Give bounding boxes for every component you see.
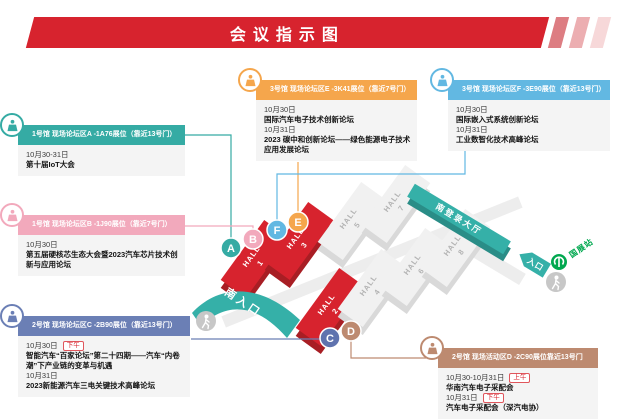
session-date: 10月30日 xyxy=(264,105,296,114)
svg-text:D: D xyxy=(347,326,355,338)
forum-body-a: 10月30-31日 第十届IoT大会 xyxy=(18,145,185,176)
hall-5: HALL 5 xyxy=(317,181,387,269)
forum-body-f: 10月30日 国际嵌入式系统创新论坛 10月31日 工业数智化技术高峰论坛 xyxy=(448,100,610,151)
forum-card-c: 2号馆 现场论坛区C -2B90展位（靠近13号门） 10月30日下午 智能汽车… xyxy=(0,304,190,397)
forum-header-e: 3号馆 现场论坛区E -3K41展位（靠近7号门） xyxy=(256,80,417,100)
forum-header-b: 1号馆 现场论坛区B -1J90展位（靠近7号门） xyxy=(18,215,185,235)
session-title: 2023 碳中和创新论坛——绿色能源电子技术应用发展论坛 xyxy=(264,135,411,154)
session-title: 2023新能源汽车三电关键技术高峰论坛 xyxy=(26,381,156,390)
svg-text:B: B xyxy=(249,234,257,246)
forum-icon-b xyxy=(0,203,24,227)
marker-c: C xyxy=(319,327,341,349)
marker-b: B xyxy=(242,228,264,250)
forum-header-f: 3号馆 现场论坛区F -3E90展位（靠近13号门） xyxy=(448,80,610,100)
forum-icon-f xyxy=(430,68,454,92)
hall-8-number: 8 xyxy=(456,247,466,256)
session-title: 华南汽车电子采配会 xyxy=(446,383,514,392)
session-title: 工业数智化技术高峰论坛 xyxy=(456,135,539,144)
forum-icon-e xyxy=(238,68,262,92)
hall-7-number: 7 xyxy=(396,203,406,212)
forum-card-b: 1号馆 现场论坛区B -1J90展位（靠近7号门） 10月30日 第五届硬核芯生… xyxy=(0,203,185,276)
svg-text:F: F xyxy=(274,225,281,237)
hall-5-number: 5 xyxy=(352,220,362,229)
entrance-arrow: 入口 xyxy=(519,252,551,278)
session-title: 国际汽车电子技术创新论坛 xyxy=(264,115,354,124)
forum-header-a: 1号馆 现场论坛区A -1A76展位（靠近13号门） xyxy=(18,125,185,145)
session-date-text: 10月30日 xyxy=(26,341,58,350)
pedestrian-icon xyxy=(546,272,566,292)
connector-d xyxy=(350,341,426,359)
forum-icon-a xyxy=(0,113,24,137)
hall-1-number: 1 xyxy=(255,258,265,267)
forum-card-e: 3号馆 现场论坛区E -3K41展位（靠近7号门） 10月30日 国际汽车电子技… xyxy=(238,68,417,161)
marker-a: A xyxy=(220,237,242,259)
session-date-text: 10月31日 xyxy=(446,393,478,402)
marker-f: F xyxy=(266,219,288,241)
session-date-text: 10月30-10月31日 xyxy=(446,373,505,382)
session-tag: 下午 xyxy=(62,341,84,351)
session-date: 10月30日 xyxy=(456,105,488,114)
connector-b xyxy=(185,225,254,237)
session-date: 10月30日下午 xyxy=(26,341,184,351)
session-tag: 下午 xyxy=(482,393,504,403)
session-date: 10月30-31日 xyxy=(26,150,69,159)
session-date: 10月31日 xyxy=(26,371,58,380)
metro-station-label: 国展站 xyxy=(567,236,595,259)
hall-2-number: 2 xyxy=(330,306,340,315)
forum-card-a: 1号馆 现场论坛区A -1A76展位（靠近13号门） 10月30-31日 第十届… xyxy=(0,113,185,176)
hall-4-number: 4 xyxy=(372,287,382,296)
session-date: 10月30-10月31日上午 xyxy=(446,373,592,383)
metro-icon xyxy=(551,254,567,270)
session-date: 10月30日 xyxy=(26,240,58,249)
forum-card-d: 2号馆 现场活动区D -2C90展位靠近13号门 10月30-10月31日上午 … xyxy=(420,336,598,419)
svg-text:E: E xyxy=(294,217,301,229)
session-title: 智能汽车“百家论坛”第二十四期——汽车“内卷潮”下产业链的变革与机遇 xyxy=(26,351,180,370)
hall-2: HALL 2 xyxy=(295,267,365,355)
session-title: 国际嵌入式系统创新论坛 xyxy=(456,115,539,124)
svg-text:C: C xyxy=(326,333,334,345)
svg-text:A: A xyxy=(227,243,235,255)
forum-icon-c xyxy=(0,304,24,328)
forum-card-f: 3号馆 现场论坛区F -3E90展位（靠近13号门） 10月30日 国际嵌入式系… xyxy=(430,68,610,151)
forum-body-c: 10月30日下午 智能汽车“百家论坛”第二十四期——汽车“内卷潮”下产业链的变革… xyxy=(18,336,190,397)
connector-a xyxy=(185,134,232,246)
forum-icon-d xyxy=(420,336,444,360)
session-title: 汽车电子采配会（深汽电协） xyxy=(446,403,544,412)
forum-body-e: 10月30日 国际汽车电子技术创新论坛 10月31日 2023 碳中和创新论坛—… xyxy=(256,100,417,161)
metro-station: 国展站 xyxy=(551,236,595,270)
session-date: 10月31日 xyxy=(264,125,296,134)
session-title: 第五届硬核芯生态大会暨2023汽车芯片技术创新与应用论坛 xyxy=(26,250,178,269)
session-tag: 上午 xyxy=(509,373,531,383)
marker-d: D xyxy=(340,320,362,342)
session-date: 10月31日下午 xyxy=(446,393,592,403)
forum-header-c: 2号馆 现场论坛区C -2B90展位（靠近13号门） xyxy=(18,316,190,336)
forum-body-d: 10月30-10月31日上午 华南汽车电子采配会 10月31日下午 汽车电子采配… xyxy=(438,368,598,419)
hall-6-number: 6 xyxy=(416,266,426,275)
connector-f xyxy=(276,151,466,223)
pedestrian-icon xyxy=(196,311,216,331)
marker-e: E xyxy=(287,211,309,233)
hall-3-number: 3 xyxy=(299,240,309,249)
forum-header-d: 2号馆 现场活动区D -2C90展位靠近13号门 xyxy=(438,348,598,368)
session-title: 第十届IoT大会 xyxy=(26,160,75,169)
walkway-entrance xyxy=(464,240,526,286)
hall-4: HALL 4 xyxy=(337,248,407,336)
forum-body-b: 10月30日 第五届硬核芯生态大会暨2023汽车芯片技术创新与应用论坛 xyxy=(18,235,185,276)
session-date: 10月31日 xyxy=(456,125,488,134)
